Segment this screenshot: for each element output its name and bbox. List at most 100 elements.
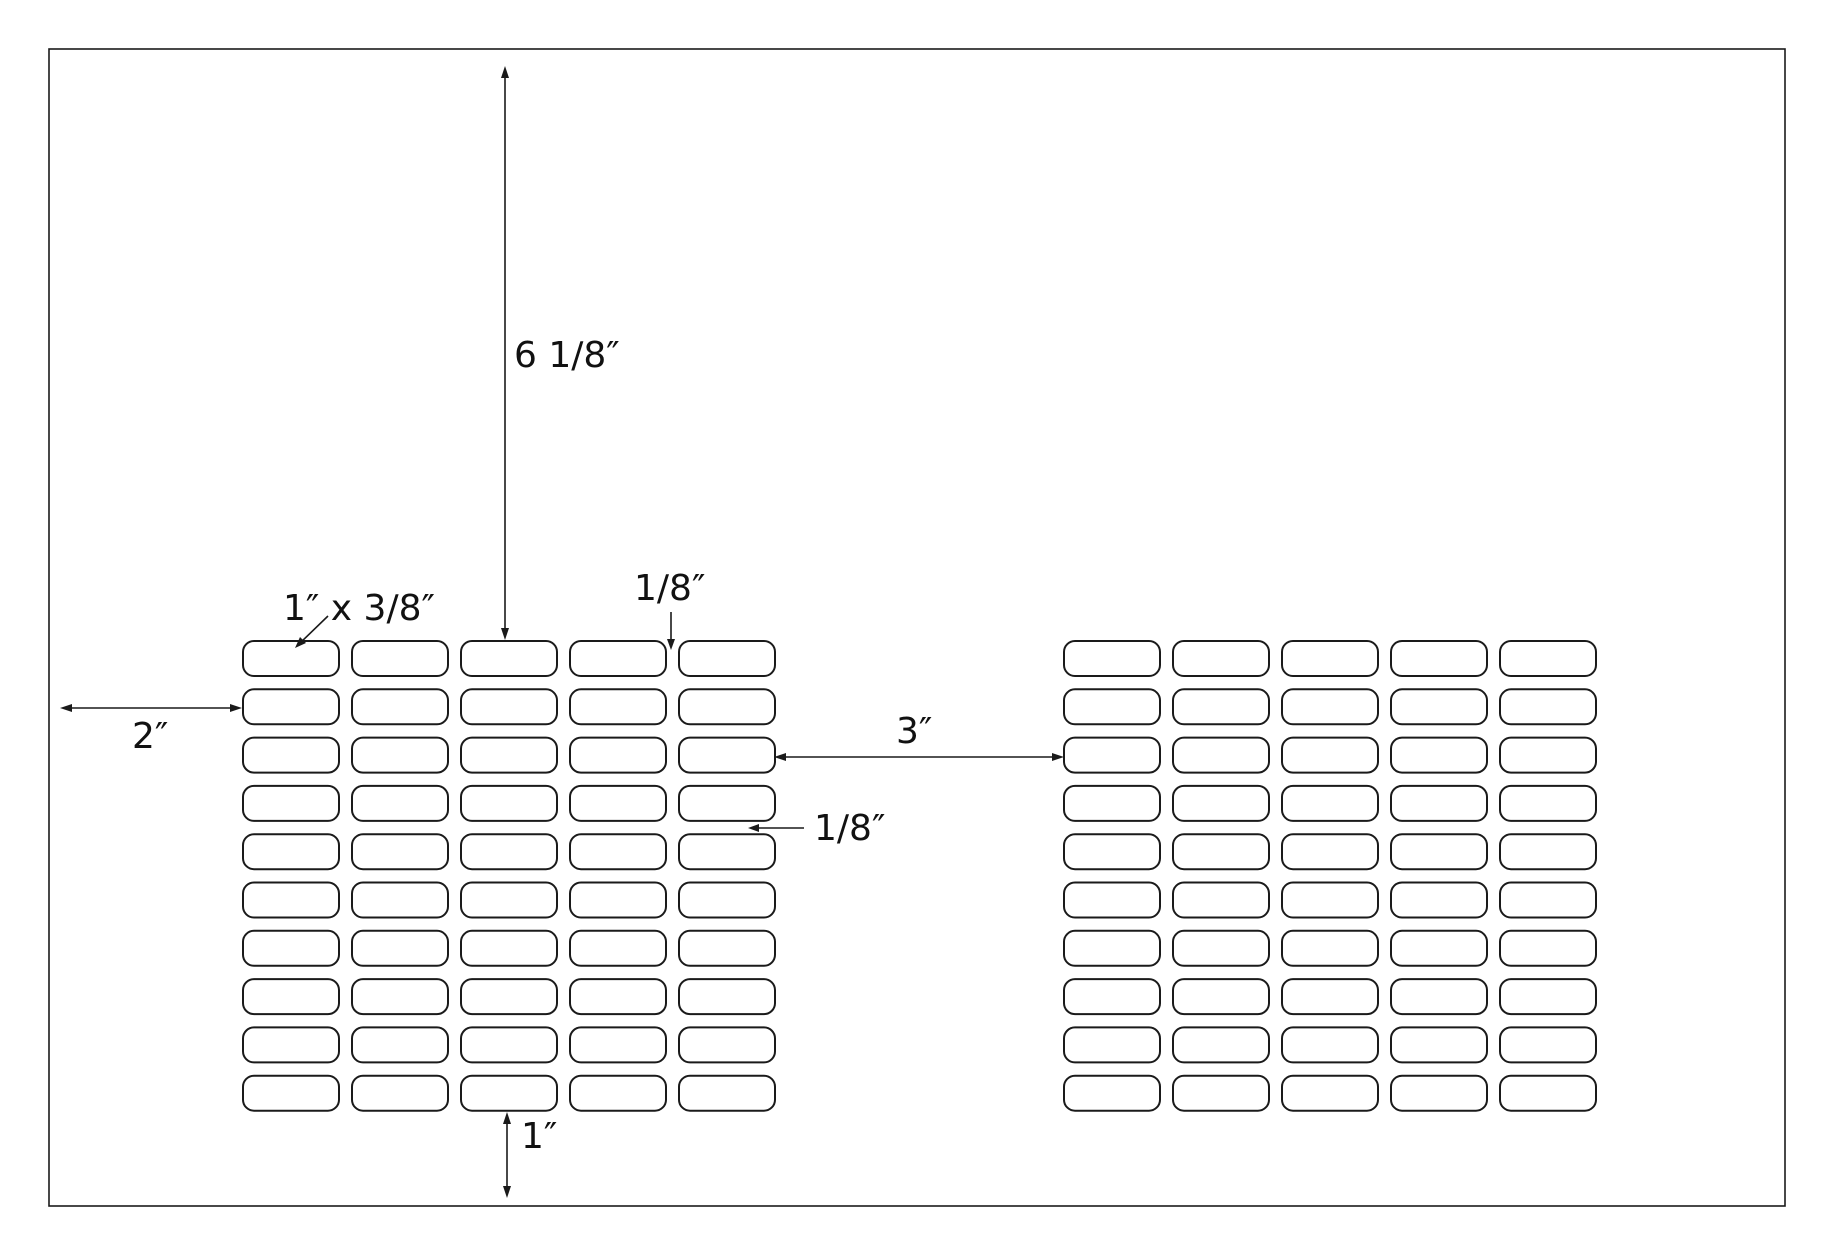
label-cell: [1172, 1074, 1270, 1112]
label-cell: [460, 978, 558, 1016]
left-margin-dimension: [60, 704, 242, 712]
label-cell: [460, 688, 558, 726]
label-cell: [1063, 978, 1161, 1016]
bottom-margin-dimension: [503, 1112, 511, 1198]
label-cell: [1499, 978, 1597, 1016]
label-cell: [678, 784, 776, 822]
label-cell: [678, 640, 776, 677]
label-cell: [1281, 929, 1379, 967]
label-cell: [1499, 784, 1597, 822]
label-cell: [569, 881, 667, 919]
label-cell: [242, 833, 340, 871]
label-cell: [460, 881, 558, 919]
label-cell: [1172, 736, 1270, 774]
label-cell: [678, 881, 776, 919]
label-cell: [1390, 736, 1488, 774]
label-cell: [351, 784, 449, 822]
label-cell: [569, 978, 667, 1016]
label-cell: [1390, 978, 1488, 1016]
label-cell: [460, 1026, 558, 1064]
label-cell: [242, 881, 340, 919]
label-cell: [242, 978, 340, 1016]
label-block-left: [242, 640, 776, 1112]
label-cell: [242, 640, 340, 677]
label-cell: [1390, 929, 1488, 967]
label-cell: [1390, 1074, 1488, 1112]
label-cell: [1063, 688, 1161, 726]
vertical-gap-label: 1/8″: [814, 808, 885, 849]
bottom-margin-label: 1″: [521, 1116, 557, 1157]
label-cell: [1281, 978, 1379, 1016]
label-cell: [678, 833, 776, 871]
label-cell: [1172, 881, 1270, 919]
label-cell: [460, 640, 558, 677]
label-cell: [351, 640, 449, 677]
label-cell: [1281, 881, 1379, 919]
label-cell: [1390, 784, 1488, 822]
label-cell: [678, 688, 776, 726]
label-cell: [242, 1026, 340, 1064]
label-cell: [242, 688, 340, 726]
label-cell: [1499, 640, 1597, 677]
label-cell: [460, 833, 558, 871]
label-cell: [1390, 833, 1488, 871]
label-cell: [351, 978, 449, 1016]
top-margin-dimension: [501, 66, 509, 640]
label-cell: [351, 929, 449, 967]
label-cell: [1281, 688, 1379, 726]
label-cell: [1172, 929, 1270, 967]
label-cell: [351, 736, 449, 774]
label-cell: [242, 784, 340, 822]
label-cell: [1172, 1026, 1270, 1064]
label-cell: [1063, 929, 1161, 967]
horizontal-gap-label: 1/8″: [634, 568, 705, 609]
label-cell: [1499, 929, 1597, 967]
label-cell: [1390, 881, 1488, 919]
block-gap-dimension: [774, 753, 1064, 761]
label-cell: [1063, 881, 1161, 919]
label-cell: [1281, 1026, 1379, 1064]
horizontal-gap-pointer: [667, 612, 675, 650]
label-size-label: 1″ x 3/8″: [283, 588, 435, 629]
label-cell: [242, 1074, 340, 1112]
top-margin-label: 6 1/8″: [514, 335, 620, 376]
label-cell: [1390, 688, 1488, 726]
label-cell: [1390, 1026, 1488, 1064]
label-cell: [678, 1074, 776, 1112]
label-cell: [569, 688, 667, 726]
label-cell: [1172, 784, 1270, 822]
block-gap-label: 3″: [896, 711, 932, 752]
label-cell: [569, 929, 667, 967]
label-cell: [1281, 784, 1379, 822]
label-cell: [351, 1074, 449, 1112]
label-cell: [1063, 1074, 1161, 1112]
label-cell: [678, 736, 776, 774]
label-cell: [1172, 833, 1270, 871]
label-block-right: [1063, 640, 1597, 1112]
label-cell: [1281, 1074, 1379, 1112]
label-cell: [569, 784, 667, 822]
label-cell: [351, 881, 449, 919]
label-cell: [569, 1074, 667, 1112]
label-cell: [1063, 833, 1161, 871]
label-cell: [678, 1026, 776, 1064]
label-cell: [1172, 640, 1270, 677]
label-cell: [460, 1074, 558, 1112]
vertical-gap-pointer: [748, 824, 804, 832]
label-cell: [678, 978, 776, 1016]
label-size-pointer: [295, 615, 329, 648]
label-cell: [460, 736, 558, 774]
label-cell: [1063, 736, 1161, 774]
label-cell: [242, 736, 340, 774]
label-cell: [351, 833, 449, 871]
label-cell: [1499, 1026, 1597, 1064]
label-cell: [1499, 1074, 1597, 1112]
label-cell: [1172, 978, 1270, 1016]
label-cell: [460, 929, 558, 967]
label-cell: [1281, 736, 1379, 774]
label-cell: [1499, 688, 1597, 726]
label-cell: [1172, 688, 1270, 726]
label-cell: [1281, 640, 1379, 677]
label-cell: [569, 736, 667, 774]
